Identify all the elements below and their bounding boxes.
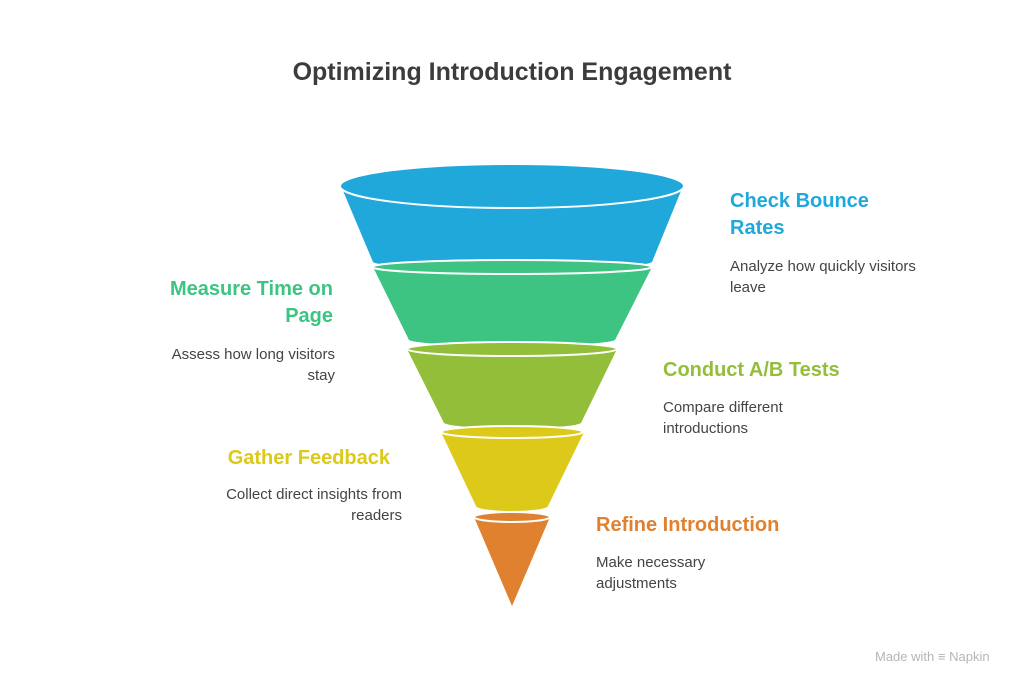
desc-line: Make necessary <box>596 554 706 571</box>
desc-line: Analyze how quickly visitors <box>730 258 916 275</box>
diagram-title: Optimizing Introduction Engagement <box>292 58 732 86</box>
funnel-stage-measure-time <box>371 259 653 347</box>
funnel-segment-rim <box>473 511 551 523</box>
funnel-segment-body <box>407 349 617 429</box>
funnel-stage-refine-introduction <box>473 511 551 606</box>
funnel-segment-rim <box>406 341 618 357</box>
funnel-segment-body <box>373 267 652 347</box>
stage-label-gather-feedback: Gather Feedback <box>150 445 390 472</box>
label-line: Refine Introduction <box>596 514 780 536</box>
funnel-segment-rim <box>440 425 584 439</box>
label-line: Page <box>285 305 333 327</box>
napkin-watermark: Made with ≡ Napkin <box>875 649 990 664</box>
desc-line: Compare different <box>663 399 783 416</box>
napkin-logo-icon: ≡ <box>937 649 946 664</box>
funnel-segment-rim <box>371 259 653 275</box>
stage-label-refine-introduction: Refine Introduction <box>596 512 779 539</box>
stage-description-check-bounce-rates: Analyze how quickly visitors leave <box>730 256 916 298</box>
label-line: Measure Time on <box>169 278 333 300</box>
funnel-stage-check-bounce-rates <box>339 163 685 271</box>
stage-label-measure-time: Measure Time on Page <box>100 276 333 330</box>
watermark-brand: Napkin <box>949 649 990 664</box>
desc-line: readers <box>351 507 402 524</box>
label-line: Rates <box>730 217 785 239</box>
funnel-stage-gather-feedback <box>440 425 584 511</box>
funnel-segment-rim <box>339 163 685 209</box>
stage-description-ab-tests: Compare different introductions <box>663 397 783 439</box>
stage-description-gather-feedback: Collect direct insights from readers <box>150 484 402 526</box>
funnel-stage-ab-tests <box>406 341 618 429</box>
desc-line: stay <box>307 367 335 384</box>
watermark-text: Made with <box>875 649 935 664</box>
desc-line: leave <box>730 279 766 296</box>
desc-line: introductions <box>663 420 749 437</box>
label-line: Check Bounce <box>730 190 869 212</box>
label-line: Conduct A/B Tests <box>663 359 840 381</box>
funnel-segment-body <box>341 186 683 271</box>
label-line: Gather Feedback <box>227 447 390 469</box>
funnel-segment-body <box>441 432 584 511</box>
desc-line: Collect direct insights from <box>226 486 402 503</box>
stage-description-refine-introduction: Make necessary adjustments <box>596 552 705 594</box>
desc-line: Assess how long visitors <box>171 346 335 363</box>
stage-label-check-bounce-rates: Check Bounce Rates <box>730 188 869 242</box>
stage-label-ab-tests: Conduct A/B Tests <box>663 357 840 384</box>
funnel-segment-body <box>474 517 550 606</box>
stage-description-measure-time: Assess how long visitors stay <box>100 344 335 386</box>
desc-line: adjustments <box>596 575 677 592</box>
